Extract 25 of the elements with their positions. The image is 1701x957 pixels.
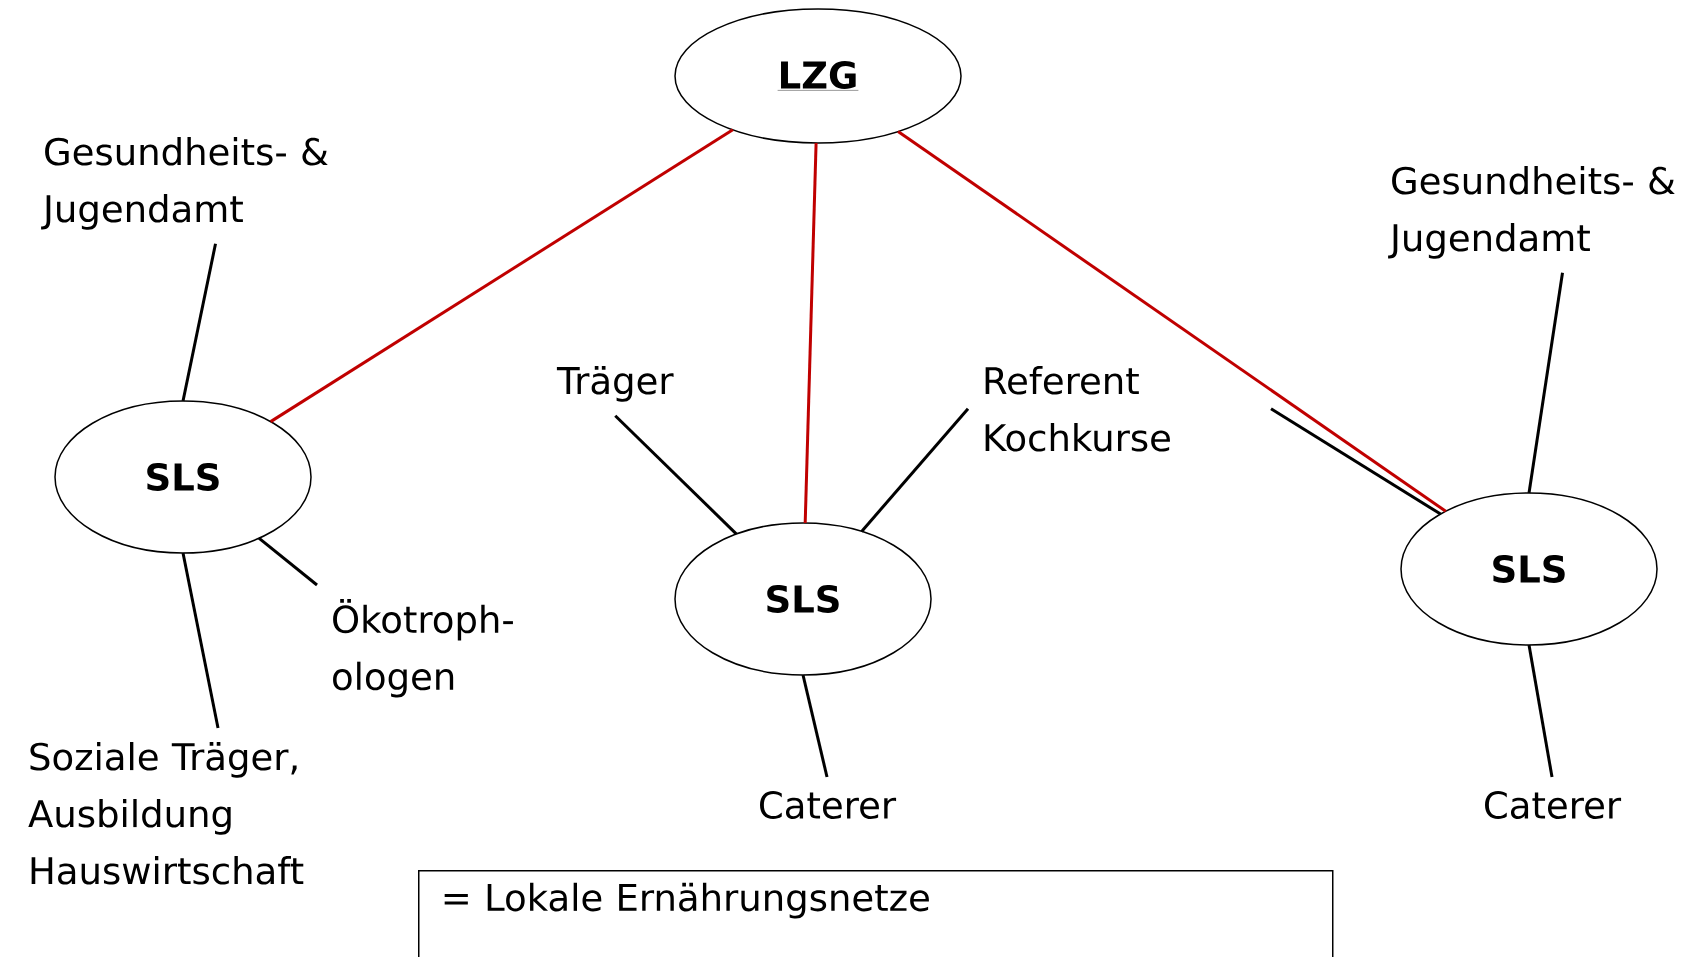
connector-line (860, 407, 970, 533)
ellipse-node: SLS (674, 522, 932, 676)
connector-line (257, 537, 318, 587)
ellipse-node: SLS (54, 400, 312, 554)
connector-line (181, 243, 217, 402)
connector-line (1270, 407, 1442, 516)
text-label: Caterer (1485, 791, 1622, 819)
connector-line (181, 552, 220, 729)
connector-line (897, 130, 1447, 513)
ellipse-node: LZG (674, 8, 962, 144)
text-label: Träger (556, 366, 674, 402)
connector-line (803, 142, 818, 524)
connector-line (1527, 644, 1554, 778)
legend-box: = Lokale Ernährungsnetze (418, 870, 1334, 957)
text-label: Referent Kochkurse (985, 366, 1170, 452)
text-label: Caterer (760, 791, 897, 819)
connector-line (614, 414, 738, 536)
connector-line (1527, 272, 1564, 494)
text-label: Gesundheits- & Jugendamt (1388, 166, 1675, 259)
text-label: Gesundheits- & Jugendamt (41, 137, 328, 230)
text-label: Soziale Träger, Ausbildung Hauswirtschaft (28, 742, 304, 885)
text-label: Ökotroph- ologen (333, 599, 513, 698)
connector-line (801, 674, 829, 778)
connector-line (269, 128, 734, 423)
ellipse-node: SLS (1400, 492, 1658, 646)
